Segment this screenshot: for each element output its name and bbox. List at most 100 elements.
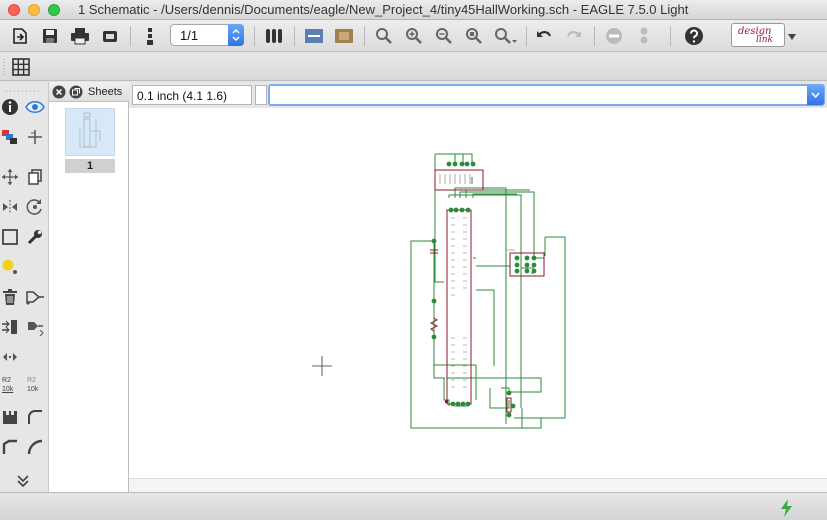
wire-tool[interactable] [0, 436, 20, 458]
zoom-out-button[interactable] [432, 24, 456, 48]
delete-icon [3, 289, 17, 305]
arc-icon [27, 439, 43, 455]
sheet-number[interactable]: 1 [65, 159, 115, 173]
go-button[interactable] [632, 24, 656, 48]
pinswap-icon [2, 320, 17, 334]
wrench-icon [27, 230, 42, 245]
paste-tool[interactable] [0, 256, 20, 278]
restore-sheets-button[interactable] [69, 85, 83, 99]
coordinate-extra-field [255, 85, 267, 105]
display-layer-tool[interactable] [0, 126, 20, 148]
mirror-icon [3, 200, 17, 214]
redo-icon [566, 31, 581, 37]
toolbar-separator [526, 26, 527, 46]
zoom-in-button[interactable] [402, 24, 426, 48]
mirror-tool[interactable] [0, 196, 20, 218]
zoom-options-button[interactable] [492, 24, 520, 48]
minimize-window-button[interactable] [28, 4, 40, 16]
sheet-selector-arrow[interactable] [228, 24, 244, 46]
miter-icon [28, 410, 42, 424]
horizontal-scrollbar[interactable] [129, 478, 827, 492]
zoom-select-button[interactable] [462, 24, 486, 48]
script-button[interactable] [140, 24, 160, 48]
redo-button[interactable] [562, 24, 586, 48]
status-indicator [778, 499, 796, 517]
copy-icon [28, 169, 42, 185]
smash-tool[interactable]: R2 10k [24, 376, 46, 398]
gateswap-tool[interactable] [24, 316, 46, 338]
zoom-fit-icon [376, 28, 392, 44]
designlink-text-2: link [756, 35, 774, 45]
designlink-button[interactable]: design link [731, 23, 785, 47]
print-button[interactable] [68, 24, 92, 48]
schematic-canvas[interactable] [129, 108, 827, 478]
show-tool[interactable] [24, 96, 46, 118]
zoom-window-button[interactable] [48, 4, 60, 16]
gateswap-icon [28, 322, 44, 336]
miter-tool[interactable] [24, 406, 46, 428]
toolbar-separator [670, 26, 671, 46]
window-title: 1 Schematic - /Users/dennis/Documents/ea… [78, 2, 689, 17]
value-tool[interactable]: R2 10k [0, 376, 22, 398]
undo-button[interactable] [532, 24, 556, 48]
close-icon [52, 85, 66, 99]
sheet-selector[interactable]: 1/1 [170, 24, 244, 46]
coordinate-display: 0.1 inch (4.1 1.6) [132, 85, 252, 105]
grid-button[interactable] [10, 56, 32, 78]
command-history-dropdown[interactable] [807, 85, 824, 105]
mark-tool[interactable] [24, 126, 46, 148]
grip-icon [3, 59, 5, 75]
coordinate-bar: 0.1 inch (4.1 1.6) [129, 82, 827, 108]
pin-labels [439, 174, 515, 388]
main-toolbar: 1/1 design [0, 20, 827, 52]
toolbar-separator [364, 26, 365, 46]
print-icon [71, 28, 89, 45]
designlink-dropdown[interactable] [786, 30, 798, 44]
toolbar-separator [130, 26, 131, 46]
change-tool[interactable] [24, 226, 46, 248]
command-input[interactable] [268, 84, 825, 106]
sheet-preview [79, 112, 101, 148]
close-window-button[interactable] [8, 4, 20, 16]
grip-icon [6, 90, 42, 92]
add-icon [26, 291, 44, 305]
arc-tool[interactable] [24, 436, 46, 458]
delete-tool[interactable] [0, 286, 20, 308]
info-icon [2, 99, 18, 115]
script-scr-button[interactable] [302, 24, 326, 48]
group-icon [2, 229, 18, 245]
split-icon [3, 411, 17, 424]
add-tool[interactable] [24, 286, 46, 308]
component-markers [445, 400, 448, 403]
save-button[interactable] [38, 24, 62, 48]
zoom-select-icon [466, 28, 482, 44]
ulp-button[interactable] [332, 24, 356, 48]
zoom-dropdown-icon [495, 28, 517, 44]
copy-tool[interactable] [24, 166, 46, 188]
close-sheets-button[interactable] [52, 85, 66, 99]
go-icon [640, 27, 648, 44]
stop-button[interactable] [602, 24, 626, 48]
run-ulp-button[interactable] [262, 24, 286, 48]
cam-button[interactable] [98, 24, 122, 48]
toolbar-separator [594, 26, 595, 46]
split-tool[interactable] [0, 406, 20, 428]
more-tools-button[interactable] [12, 472, 34, 490]
sheet-thumbnail[interactable] [65, 108, 115, 156]
move-tool[interactable] [0, 166, 20, 188]
open-file-button[interactable] [8, 24, 32, 48]
bulb-icon [2, 259, 17, 274]
help-button[interactable] [682, 24, 706, 48]
info-tool[interactable] [0, 96, 20, 118]
restore-icon [69, 85, 83, 99]
wire-icon [2, 439, 17, 454]
sheets-panel: Sheets 1 [49, 82, 129, 492]
rotate-tool[interactable] [24, 196, 46, 218]
pinswap-tool[interactable] [0, 316, 20, 338]
replace-tool[interactable] [0, 346, 20, 368]
zoom-fit-button[interactable] [372, 24, 396, 48]
group-tool[interactable] [0, 226, 20, 248]
zoom-out-icon [436, 28, 452, 44]
script-scr-icon [305, 29, 323, 43]
toolbar-separator [294, 26, 295, 46]
